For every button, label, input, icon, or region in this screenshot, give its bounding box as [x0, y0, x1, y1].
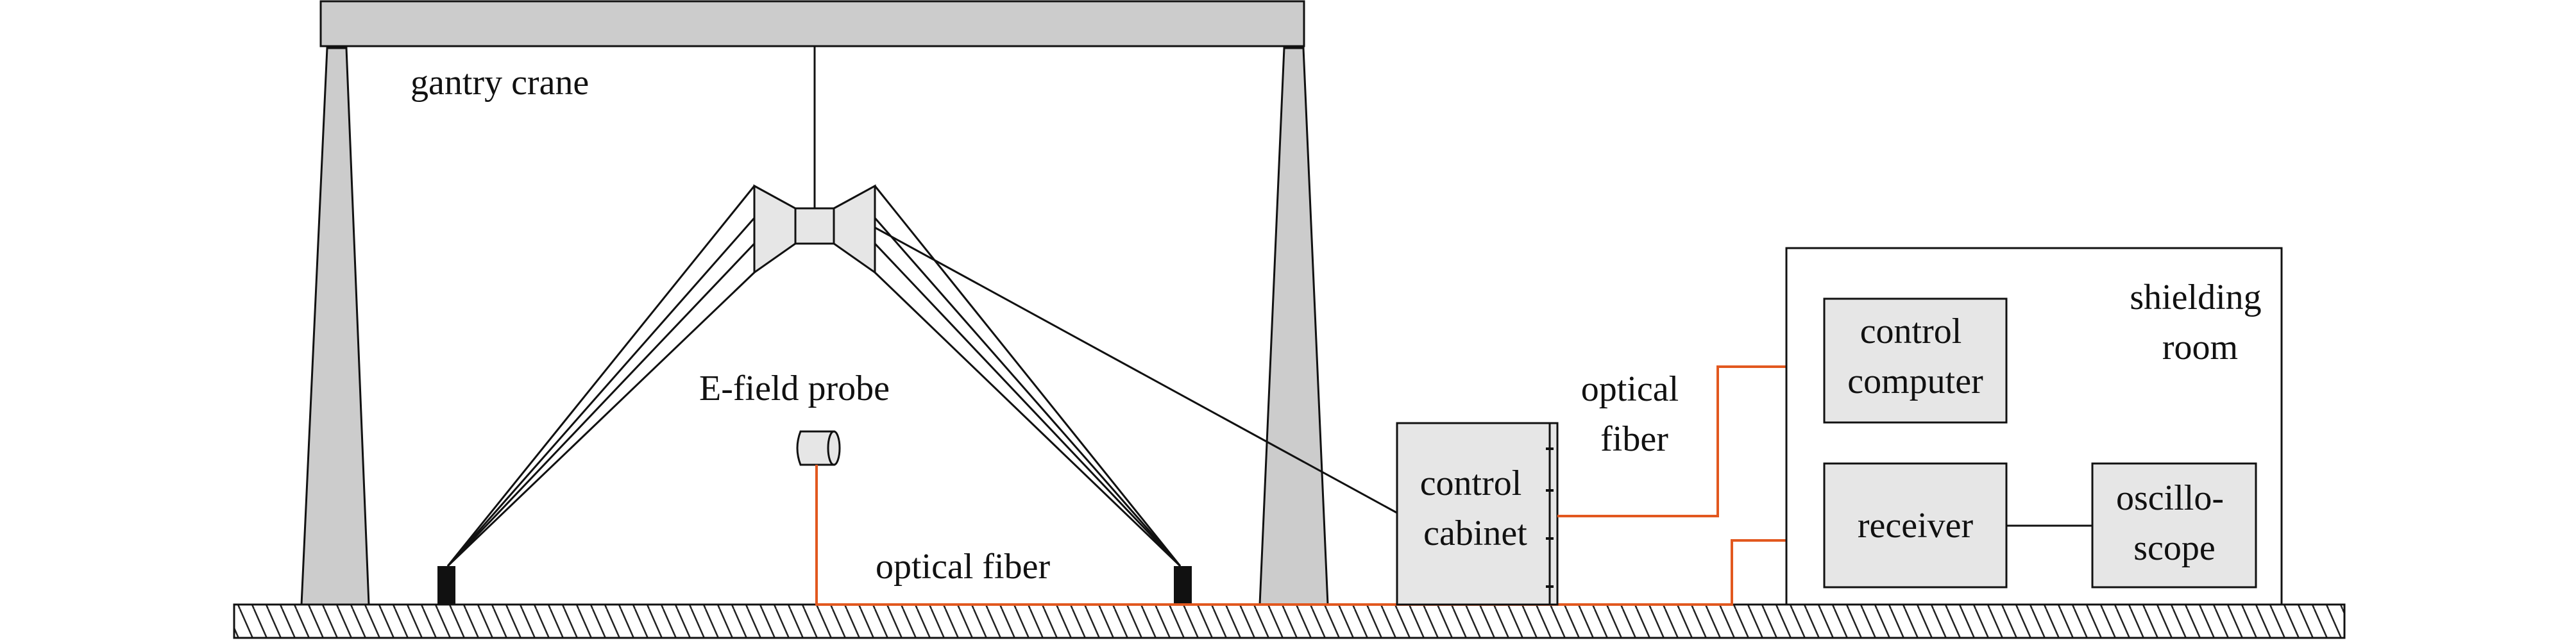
- optical-fiber-upper: [1557, 365, 1824, 517]
- guy-line: [446, 242, 756, 567]
- oscilloscope-label: oscillo- scope: [2116, 478, 2233, 568]
- optical-fiber-bottom: [815, 465, 1824, 606]
- antenna-left-flare: [753, 184, 797, 274]
- control-cabinet: control cabinet: [1396, 422, 1559, 606]
- guy-line: [446, 185, 756, 567]
- antenna-center-block: [794, 207, 835, 245]
- receiver-box: [1823, 462, 2008, 589]
- guy-line: [874, 242, 1182, 567]
- control-computer-box: [1823, 297, 2008, 424]
- gantry-beam: [319, 0, 1305, 47]
- ground-floor: [233, 603, 2346, 639]
- right-anchor-block: [1174, 566, 1192, 605]
- control-cable: [874, 226, 1398, 514]
- gantry-right-leg: [1258, 47, 1329, 606]
- optical-fiber-upper-label: optical fiber: [1581, 369, 1688, 459]
- gantry-left-leg: [300, 47, 370, 606]
- cabinet-box: [1396, 422, 1559, 606]
- receiver-label: receiver: [1858, 506, 1974, 546]
- guy-line: [446, 217, 756, 567]
- probe-body: [796, 430, 835, 466]
- optical-fiber-bottom-label: optical fiber: [876, 547, 1050, 587]
- guy-line: [874, 217, 1182, 567]
- probe-face: [827, 430, 841, 466]
- guy-line: [446, 271, 756, 567]
- e-field-probe: [796, 430, 841, 466]
- antenna-assembly: [446, 184, 1398, 567]
- control-cabinet-label: control cabinet: [1420, 463, 1531, 553]
- oscilloscope-box: [2091, 462, 2257, 589]
- gantry-crane-label: gantry crane: [411, 63, 589, 103]
- shielding-room-label: shielding room: [2130, 278, 2270, 367]
- shielding-room: shielding room control computer receiver…: [1785, 247, 2283, 606]
- gantry-crane: [300, 0, 1329, 606]
- guy-line: [874, 271, 1182, 567]
- control-computer-label: control computer: [1847, 312, 1983, 401]
- e-field-probe-label: E-field probe: [699, 369, 890, 408]
- cabinet-rail: [1548, 422, 1559, 606]
- left-anchor-block: [437, 566, 455, 605]
- antenna-right-flare: [833, 184, 876, 274]
- guy-line: [874, 185, 1182, 567]
